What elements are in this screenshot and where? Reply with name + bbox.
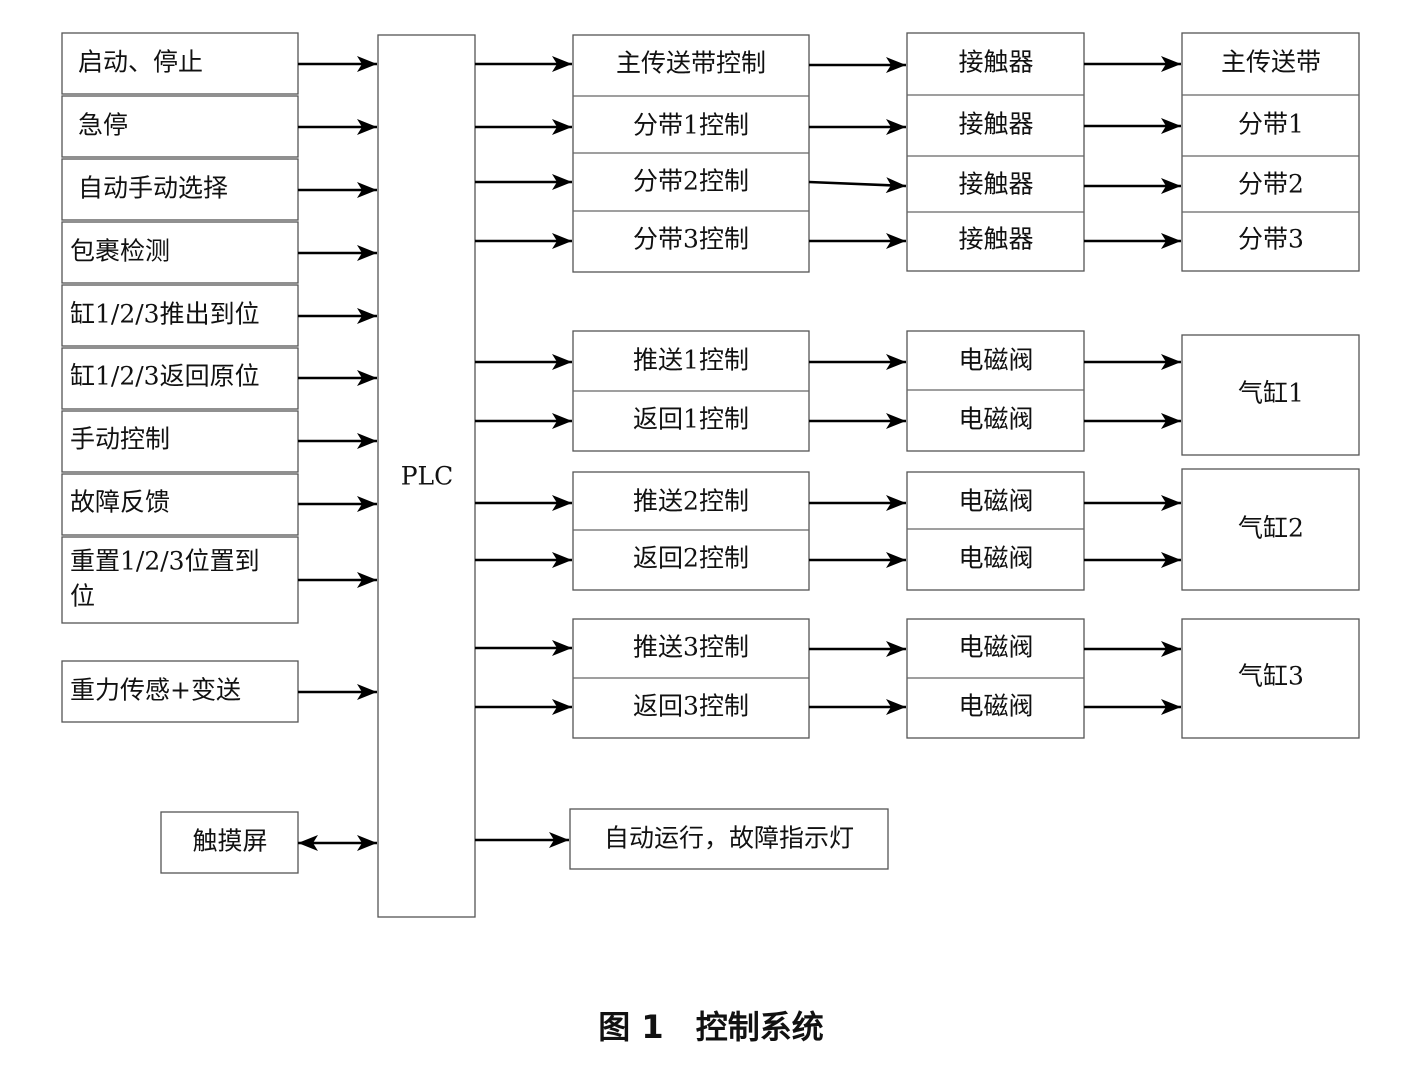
valve-group1-box xyxy=(906,330,1085,452)
input-label-cylinder-out: 缸1/2/3推出到位 xyxy=(70,300,260,329)
cylinder3-label: 气缸3 xyxy=(1238,662,1304,691)
branch1-control-label: 分带1控制 xyxy=(633,111,749,140)
input-column: 启动、停止 急停 自动手动选择 包裹检测 缸1/2/3推出到位 缸1/2/3返回… xyxy=(61,32,299,874)
cylinder1-label: 气缸1 xyxy=(1238,379,1304,408)
push3-control-label: 推送3控制 xyxy=(633,633,749,662)
input-box-auto-manual xyxy=(61,158,299,221)
input-box-cylinder-return xyxy=(61,347,299,410)
contactor-1-label: 接触器 xyxy=(958,48,1033,77)
return3-control-label: 返回3控制 xyxy=(633,692,749,721)
input-label-cylinder-return: 缸1/2/3返回原位 xyxy=(70,362,260,391)
main-belt-control-label: 主传送带控制 xyxy=(616,49,766,78)
valve-1-label: 电磁阀 xyxy=(958,346,1033,375)
cylinder2-box xyxy=(1181,468,1360,591)
valve-group2-box xyxy=(906,471,1085,591)
touchscreen-label: 触摸屏 xyxy=(192,827,267,856)
input-arrows xyxy=(298,56,377,851)
push2-control-label: 推送2控制 xyxy=(633,487,749,516)
return1-control-label: 返回1控制 xyxy=(633,405,749,434)
branch1-label: 分带1 xyxy=(1238,110,1304,139)
contactor-2-label: 接触器 xyxy=(958,110,1033,139)
cylinder1-box xyxy=(1181,334,1360,456)
input-box-emergency-stop xyxy=(61,95,299,158)
contactor-group-box xyxy=(906,32,1085,272)
push1-control-label: 推送1控制 xyxy=(633,346,749,375)
cylinder2-control-group-box xyxy=(572,471,810,591)
input-label-fault-feedback: 故障反馈 xyxy=(70,488,170,517)
valve-3-label: 电磁阀 xyxy=(958,487,1033,516)
cylinder2-label: 气缸2 xyxy=(1238,514,1304,543)
input-label-emergency-stop: 急停 xyxy=(78,111,128,140)
valve-4-label: 电磁阀 xyxy=(958,544,1033,573)
input-box-gravity-sensor xyxy=(61,660,299,723)
input-box-fault-feedback xyxy=(61,473,299,536)
branch2-label: 分带2 xyxy=(1238,170,1304,199)
return2-control-label: 返回2控制 xyxy=(633,544,749,573)
contactor-3-label: 接触器 xyxy=(958,170,1033,199)
input-box-start-stop xyxy=(61,32,299,95)
valve-2-label: 电磁阀 xyxy=(958,405,1033,434)
plc-label: PLC xyxy=(401,462,454,491)
branch3-label: 分带3 xyxy=(1238,225,1304,254)
input-label-auto-manual: 自动手动选择 xyxy=(78,174,228,203)
input-box-cylinder-out xyxy=(61,284,299,347)
branch2-control-label: 分带2控制 xyxy=(633,167,749,196)
indicator-label: 自动运行，故障指示灯 xyxy=(604,824,854,853)
input-box-package-detect xyxy=(61,221,299,284)
arrow-branch2-control-to-contactor xyxy=(808,177,907,194)
branch3-control-label: 分带3控制 xyxy=(633,225,749,254)
input-box-manual-control xyxy=(61,410,299,473)
plc-output-arrows xyxy=(475,56,572,848)
belt-output-group-box xyxy=(1181,32,1360,272)
actuator-column: 接触器 接触器 接触器 接触器 电磁阀 电磁阀 电磁阀 电磁阀 电磁阀 电磁阀 xyxy=(906,32,1085,739)
actuator-to-output-arrows xyxy=(1084,56,1181,715)
input-label-reset-position-line2: 位 xyxy=(70,582,95,611)
input-label-gravity-sensor: 重力传感+变送 xyxy=(70,676,241,705)
plc-box xyxy=(377,34,476,918)
valve-5-label: 电磁阀 xyxy=(958,633,1033,662)
figure-caption: 图 1 控制系统 xyxy=(598,1008,823,1046)
control-column: 主传送带控制 分带1控制 分带2控制 分带3控制 推送1控制 返回1控制 推送2… xyxy=(569,34,889,870)
output-column: 主传送带 分带1 分带2 分带3 气缸1 气缸2 气缸3 xyxy=(1181,32,1360,739)
cylinder3-box xyxy=(1181,618,1360,739)
input-box-reset-position xyxy=(61,536,299,624)
valve-6-label: 电磁阀 xyxy=(958,692,1033,721)
input-label-reset-position-line1: 重置1/2/3位置到 xyxy=(70,547,260,576)
input-label-package-detect: 包裹检测 xyxy=(70,237,170,266)
input-label-start-stop: 启动、停止 xyxy=(78,48,203,77)
indicator-box xyxy=(569,808,889,870)
control-to-actuator-arrows xyxy=(808,57,907,715)
contactor-4-label: 接触器 xyxy=(958,225,1033,254)
main-belt-label: 主传送带 xyxy=(1221,48,1321,77)
input-label-manual-control: 手动控制 xyxy=(70,425,170,454)
